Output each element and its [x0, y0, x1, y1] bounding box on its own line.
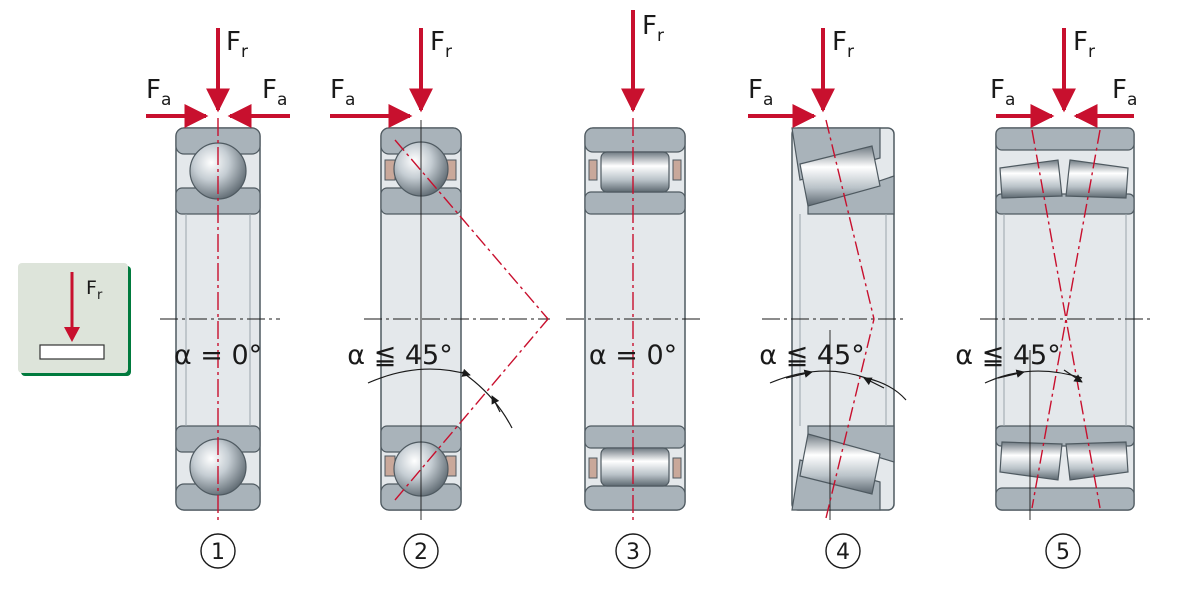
- axial-force-right-label: F: [262, 75, 277, 105]
- bearing-number: 4: [836, 540, 850, 565]
- radial-force-label: F: [832, 27, 847, 57]
- svg-text:Fr: Fr: [642, 11, 664, 46]
- axial-force-left-label: F: [748, 75, 763, 105]
- bearing-number-badge: [825, 533, 861, 569]
- bearing-2: Fr Fa α ≦ 45° 2: [330, 27, 550, 569]
- bearing-number-badge: [1045, 533, 1081, 569]
- svg-text:Fr: Fr: [1073, 27, 1095, 62]
- radial-load-arrow-icon: [64, 327, 80, 342]
- svg-text:Fr: Fr: [430, 27, 452, 62]
- bearing-5: Fr Fa Fa α ≦ 45° 5: [955, 27, 1150, 569]
- svg-text:Fa: Fa: [748, 75, 773, 110]
- contact-angle-label: α ≦ 45°: [759, 340, 864, 371]
- axial-force-left-label: F: [990, 75, 1005, 105]
- bearing-number-badge: [403, 533, 439, 569]
- contact-angle-label: α ≦ 45°: [347, 340, 452, 371]
- bearing-cross-section-icon: [39, 344, 105, 360]
- radial-force-label: F: [226, 27, 241, 57]
- contact-angle-label: α = 0°: [589, 340, 677, 371]
- bearing-number: 3: [626, 540, 640, 565]
- bearing-4: Fr Fa α ≦ 45° 4: [748, 27, 907, 569]
- bearing-number: 2: [414, 540, 428, 565]
- contact-angle-label: α ≦ 45°: [955, 340, 1060, 371]
- svg-text:Fa: Fa: [990, 75, 1015, 110]
- bearing-number-badge: [615, 533, 651, 569]
- bearing-number-badge: [200, 533, 236, 569]
- legend-force-subscript: r: [97, 288, 103, 303]
- bearing-number: 5: [1056, 540, 1070, 565]
- bearing-3: Fr α = 0° 3: [566, 10, 700, 569]
- axial-force-left-label: F: [330, 75, 345, 105]
- svg-text:Fa: Fa: [146, 75, 171, 110]
- radial-force-label: F: [642, 11, 657, 41]
- axial-force-right-label: F: [1112, 75, 1127, 105]
- bearing-1: Fr Fa Fa α = 0° 1: [146, 27, 290, 569]
- legend-force-symbol: F: [86, 277, 97, 299]
- svg-text:Fr: Fr: [832, 27, 854, 62]
- svg-text:Fr: Fr: [226, 27, 248, 62]
- svg-text:Fa: Fa: [262, 75, 287, 110]
- legend-box: Fr: [18, 263, 131, 376]
- svg-text:Fr: Fr: [86, 277, 103, 303]
- contact-angle-label: α = 0°: [174, 340, 262, 371]
- svg-text:Fa: Fa: [1112, 75, 1137, 110]
- radial-force-label: F: [1073, 27, 1088, 57]
- bearing-number: 1: [211, 540, 225, 565]
- radial-force-label: F: [430, 27, 445, 57]
- axial-force-left-label: F: [146, 75, 161, 105]
- svg-text:Fa: Fa: [330, 75, 355, 110]
